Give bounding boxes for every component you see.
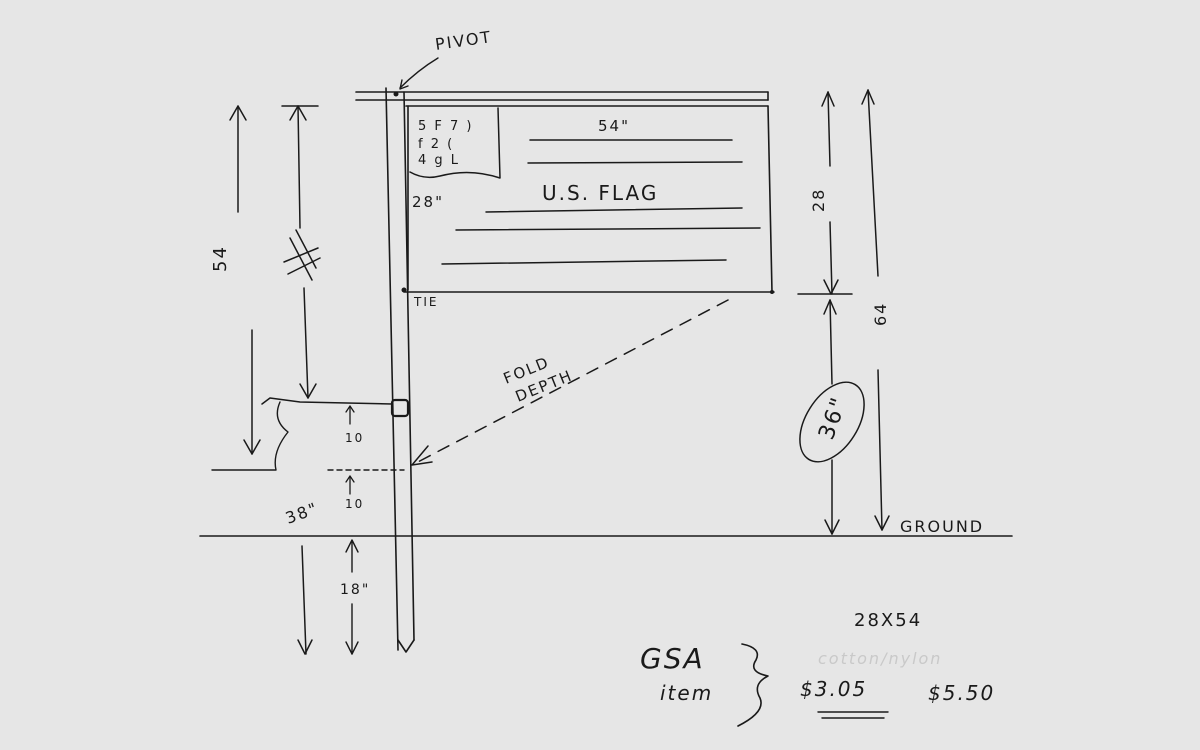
pole-left-edge: [385, 87, 399, 651]
ground-label: GROUND: [900, 517, 984, 536]
price-cotton: $3.05: [800, 677, 867, 701]
flag-height-label: 28": [412, 193, 444, 211]
dimension-10-lower: 10: [345, 497, 364, 511]
flag-stripe: [527, 161, 743, 164]
dimension-10-upper: 10: [345, 431, 364, 445]
tie-point: [401, 287, 407, 293]
right-dimension-64-label: 64: [871, 302, 890, 326]
fold-level-line: [261, 397, 393, 405]
left-dimension-label: 54: [210, 245, 231, 272]
right-dimension-64-line: [867, 89, 879, 277]
flag-stripe: [455, 227, 761, 231]
svg-text:f 2 (: f 2 (: [418, 137, 454, 152]
svg-text:5 F 7 ): 5 F 7 ): [418, 119, 474, 134]
below-ground-dimension-left: [301, 545, 307, 655]
svg-text:4 g L: 4 g L: [418, 153, 460, 168]
pivot-label: PIVOT: [434, 27, 493, 54]
crossed-out-mark: [283, 229, 321, 281]
item-note: item: [660, 681, 713, 705]
dimension-18-label: 18": [340, 582, 370, 598]
pole-right-edge: [403, 91, 415, 641]
flag-canton: [409, 107, 501, 179]
fold-depth-arrow: [413, 299, 729, 465]
curly-brace: [737, 643, 769, 727]
circled-dimension: [799, 381, 865, 463]
flag-width-label: 54": [598, 117, 630, 135]
bracket-clamp: [390, 398, 410, 418]
pivot-point: [393, 91, 399, 97]
right-dimension-28-label: 28: [809, 188, 828, 212]
tie-label: TIE: [413, 295, 438, 309]
faint-note: cotton/nylon: [818, 649, 942, 668]
right-dimension-36-label: 36": [814, 393, 853, 443]
flag-size-note: 28X54: [854, 610, 922, 631]
flag-stripe: [441, 259, 727, 265]
pole-tip: [397, 639, 415, 653]
canton-stars: 5 F 7 ) f 2 ( 4 g L: [418, 119, 474, 168]
flag-fly-edge: [767, 105, 773, 293]
pivot-arrow: [399, 57, 439, 89]
right-dimension-28-line: [827, 91, 831, 167]
gsa-note: GSA: [640, 642, 705, 675]
inner-dimension-line: [297, 105, 301, 229]
dimension-38-label: 38": [283, 498, 321, 527]
flag-stripe: [485, 207, 743, 213]
price-nylon: $5.50: [928, 681, 995, 705]
flag-name-label: U.S. FLAG: [542, 181, 658, 205]
